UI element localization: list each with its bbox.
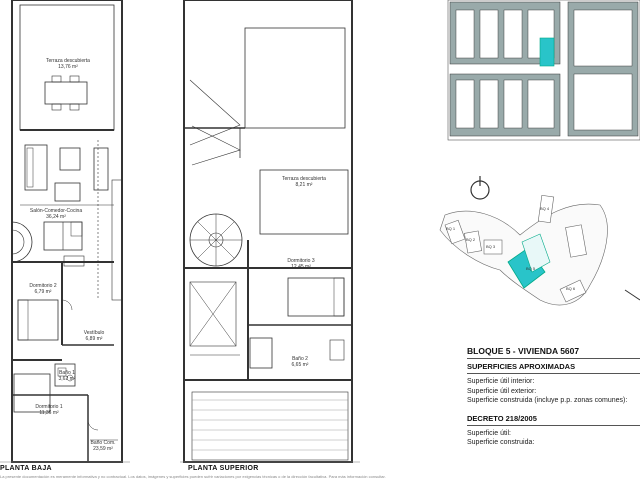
site-map: [439, 176, 640, 306]
upper-floor-plan: [183, 0, 353, 463]
plan-title-ground: PLANTA BAJA: [0, 465, 52, 472]
decree-row: Superficie útil:: [467, 429, 511, 437]
decree-row: Superficie construida:: [467, 439, 535, 446]
site-block-label: BQ 3: [486, 244, 496, 249]
highlighted-unit: [539, 37, 555, 67]
site-block-label: BQ 4: [540, 206, 550, 211]
surface-row: Superficie útil exterior:: [467, 387, 537, 395]
divider: [467, 424, 640, 426]
info-panel: BLOQUE 5 - VIVIENDA 5607 SUPERFICIES APR…: [467, 346, 640, 448]
site-block-label: BQ 1: [446, 226, 456, 231]
divider: [467, 373, 640, 374]
block-title: BLOQUE 5 - VIVIENDA 5607: [467, 346, 580, 356]
site-block-label: BQ 6: [566, 286, 576, 291]
highlighted-block: [507, 247, 546, 289]
room-label-bath-common: Baño Com.23,59 m²: [90, 440, 116, 452]
surface-row: Superficie construida (incluye p.p. zona…: [467, 397, 628, 404]
divider: [467, 358, 640, 359]
decree-heading: DECRETO 218/2005: [467, 413, 537, 423]
surfaces-heading: SUPERFICIES APROXIMADAS: [467, 362, 576, 371]
site-block-label: BQ 5: [526, 266, 536, 271]
disclaimer-footnote: La presente documentación es meramente i…: [0, 474, 386, 479]
surface-row: Superficie útil interior:: [467, 378, 535, 385]
plan-title-upper: PLANTA SUPERIOR: [188, 465, 259, 472]
site-block-label: BQ 2: [466, 237, 476, 242]
building-thumbnail: [447, 0, 640, 141]
